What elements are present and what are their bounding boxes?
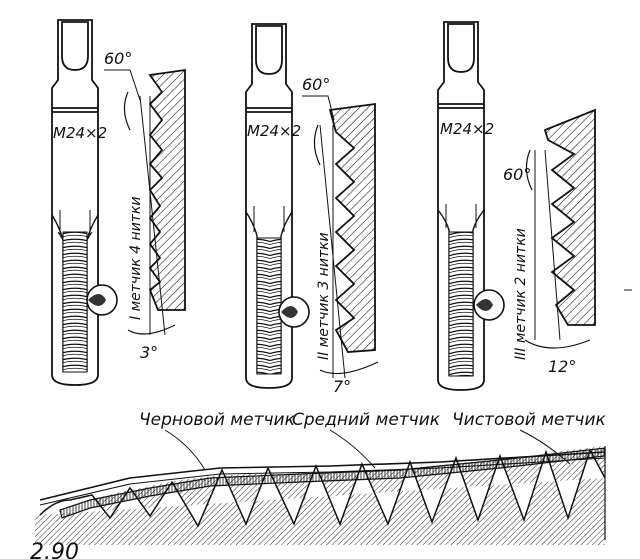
thread-profile-section — [35, 446, 606, 545]
angle-label: 60° — [302, 75, 330, 94]
flute-section-icon — [473, 289, 505, 321]
angle-arc — [525, 149, 533, 191]
flute-section-icon — [86, 284, 118, 316]
taper-arc — [319, 361, 379, 375]
label-roughing: Черновой метчик — [139, 410, 296, 430]
angle-arc — [123, 91, 131, 131]
taper-label: 12° — [548, 357, 576, 376]
tap-designation: M24×2 — [440, 120, 494, 138]
angle-label: 60° — [104, 49, 132, 68]
angle-label: 60° — [503, 165, 531, 184]
taper-line — [544, 149, 561, 341]
nut-section — [543, 108, 596, 326]
tap-thread-section — [256, 237, 282, 375]
nut-section — [328, 102, 376, 353]
flute-section-icon — [278, 296, 310, 328]
thread-chamfer — [57, 231, 93, 241]
tap-shank — [437, 21, 485, 391]
tap-thread-section — [448, 231, 474, 377]
tap-name-labels: Черновой метчик Средний метчик Чистовой … — [139, 410, 607, 471]
taper-arc — [127, 324, 176, 335]
thread-note: II метчик 3 нитки — [316, 232, 332, 360]
angle-leader — [104, 69, 141, 101]
tap-intermediate: M24×2 60° 7° II метчик 3 нитки — [245, 23, 379, 396]
tap-outline-section — [39, 451, 606, 501]
tap-thread-section — [62, 231, 88, 373]
tap-roughing: M24×2 60° 3° I метчик 4 нитки — [51, 19, 186, 386]
angle-arc — [313, 124, 321, 166]
tap-designation: M24×2 — [247, 122, 301, 140]
taper-line — [139, 95, 166, 336]
thread-note: III метчик 2 нитки — [513, 228, 529, 360]
taper-label: 7° — [333, 377, 351, 396]
label-finishing: Чистовой метчик — [452, 410, 607, 430]
label-intermediate: Средний метчик — [292, 410, 441, 430]
leader-roughing — [164, 429, 206, 471]
leader-intermediate — [329, 429, 376, 469]
figure-number: 2.90 — [30, 540, 79, 559]
tap-outline-lower — [39, 457, 606, 506]
taper-label: 3° — [140, 343, 158, 362]
tap-designation: M24×2 — [53, 124, 107, 142]
thread-note: I метчик 4 нитки — [128, 196, 144, 320]
tap-finishing: M24×2 60° 12° III метчик 2 нитки — [437, 21, 596, 391]
tap-shank — [51, 19, 99, 386]
taper-arc — [524, 339, 591, 349]
tap-shank — [245, 23, 293, 389]
thread-teeth — [39, 448, 606, 528]
angle-leader — [302, 95, 335, 121]
nut-section — [148, 68, 186, 311]
